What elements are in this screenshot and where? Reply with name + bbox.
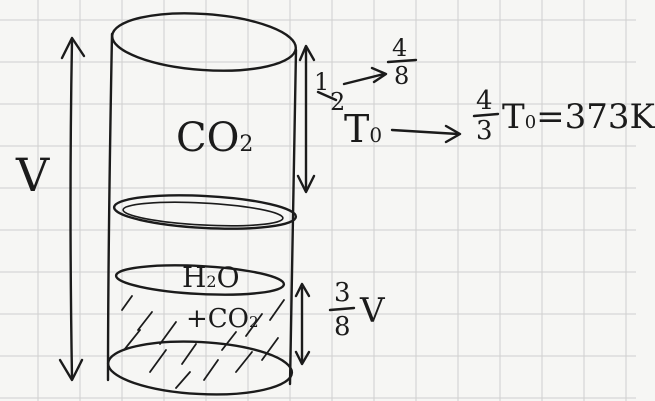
volume-arrow <box>69 38 74 380</box>
four-thirds-numerator: 4 <box>476 86 493 116</box>
liquid-surface-ellipse <box>114 264 286 296</box>
gas-label: CO2 <box>176 115 254 161</box>
liquid-label-co2: +CO2 <box>186 304 259 334</box>
final-temperature: T0=373K <box>502 97 655 137</box>
half-numerator: 1 <box>314 68 330 96</box>
ratio-result-numerator: 4 <box>392 34 408 62</box>
cylinder-right-wall <box>288 48 298 386</box>
piston-ellipse-inner <box>122 201 284 227</box>
paper-grid <box>0 0 636 401</box>
four-thirds-denominator: 3 <box>476 116 493 146</box>
liquid-fraction-volume: V <box>360 291 385 331</box>
volume-label: V <box>16 148 50 202</box>
half-denominator: 2 <box>330 88 346 116</box>
initial-temperature: T0 <box>344 107 383 151</box>
liquid-hatching <box>121 295 285 389</box>
liquid-fraction-numerator: 3 <box>334 278 351 308</box>
ratio-arrow <box>342 72 386 86</box>
liquid-fraction-denominator: 8 <box>334 312 351 342</box>
ratio-result-denominator: 8 <box>394 62 410 90</box>
cylinder-bottom-ellipse <box>106 340 294 396</box>
liquid-label-water: H2O <box>182 261 240 294</box>
grid-and-sketch <box>0 0 636 401</box>
cylinder-left-wall <box>106 32 114 382</box>
cylinder-top-ellipse <box>111 12 297 72</box>
temperature-arrow <box>390 128 460 136</box>
piston-ellipse <box>112 194 298 230</box>
